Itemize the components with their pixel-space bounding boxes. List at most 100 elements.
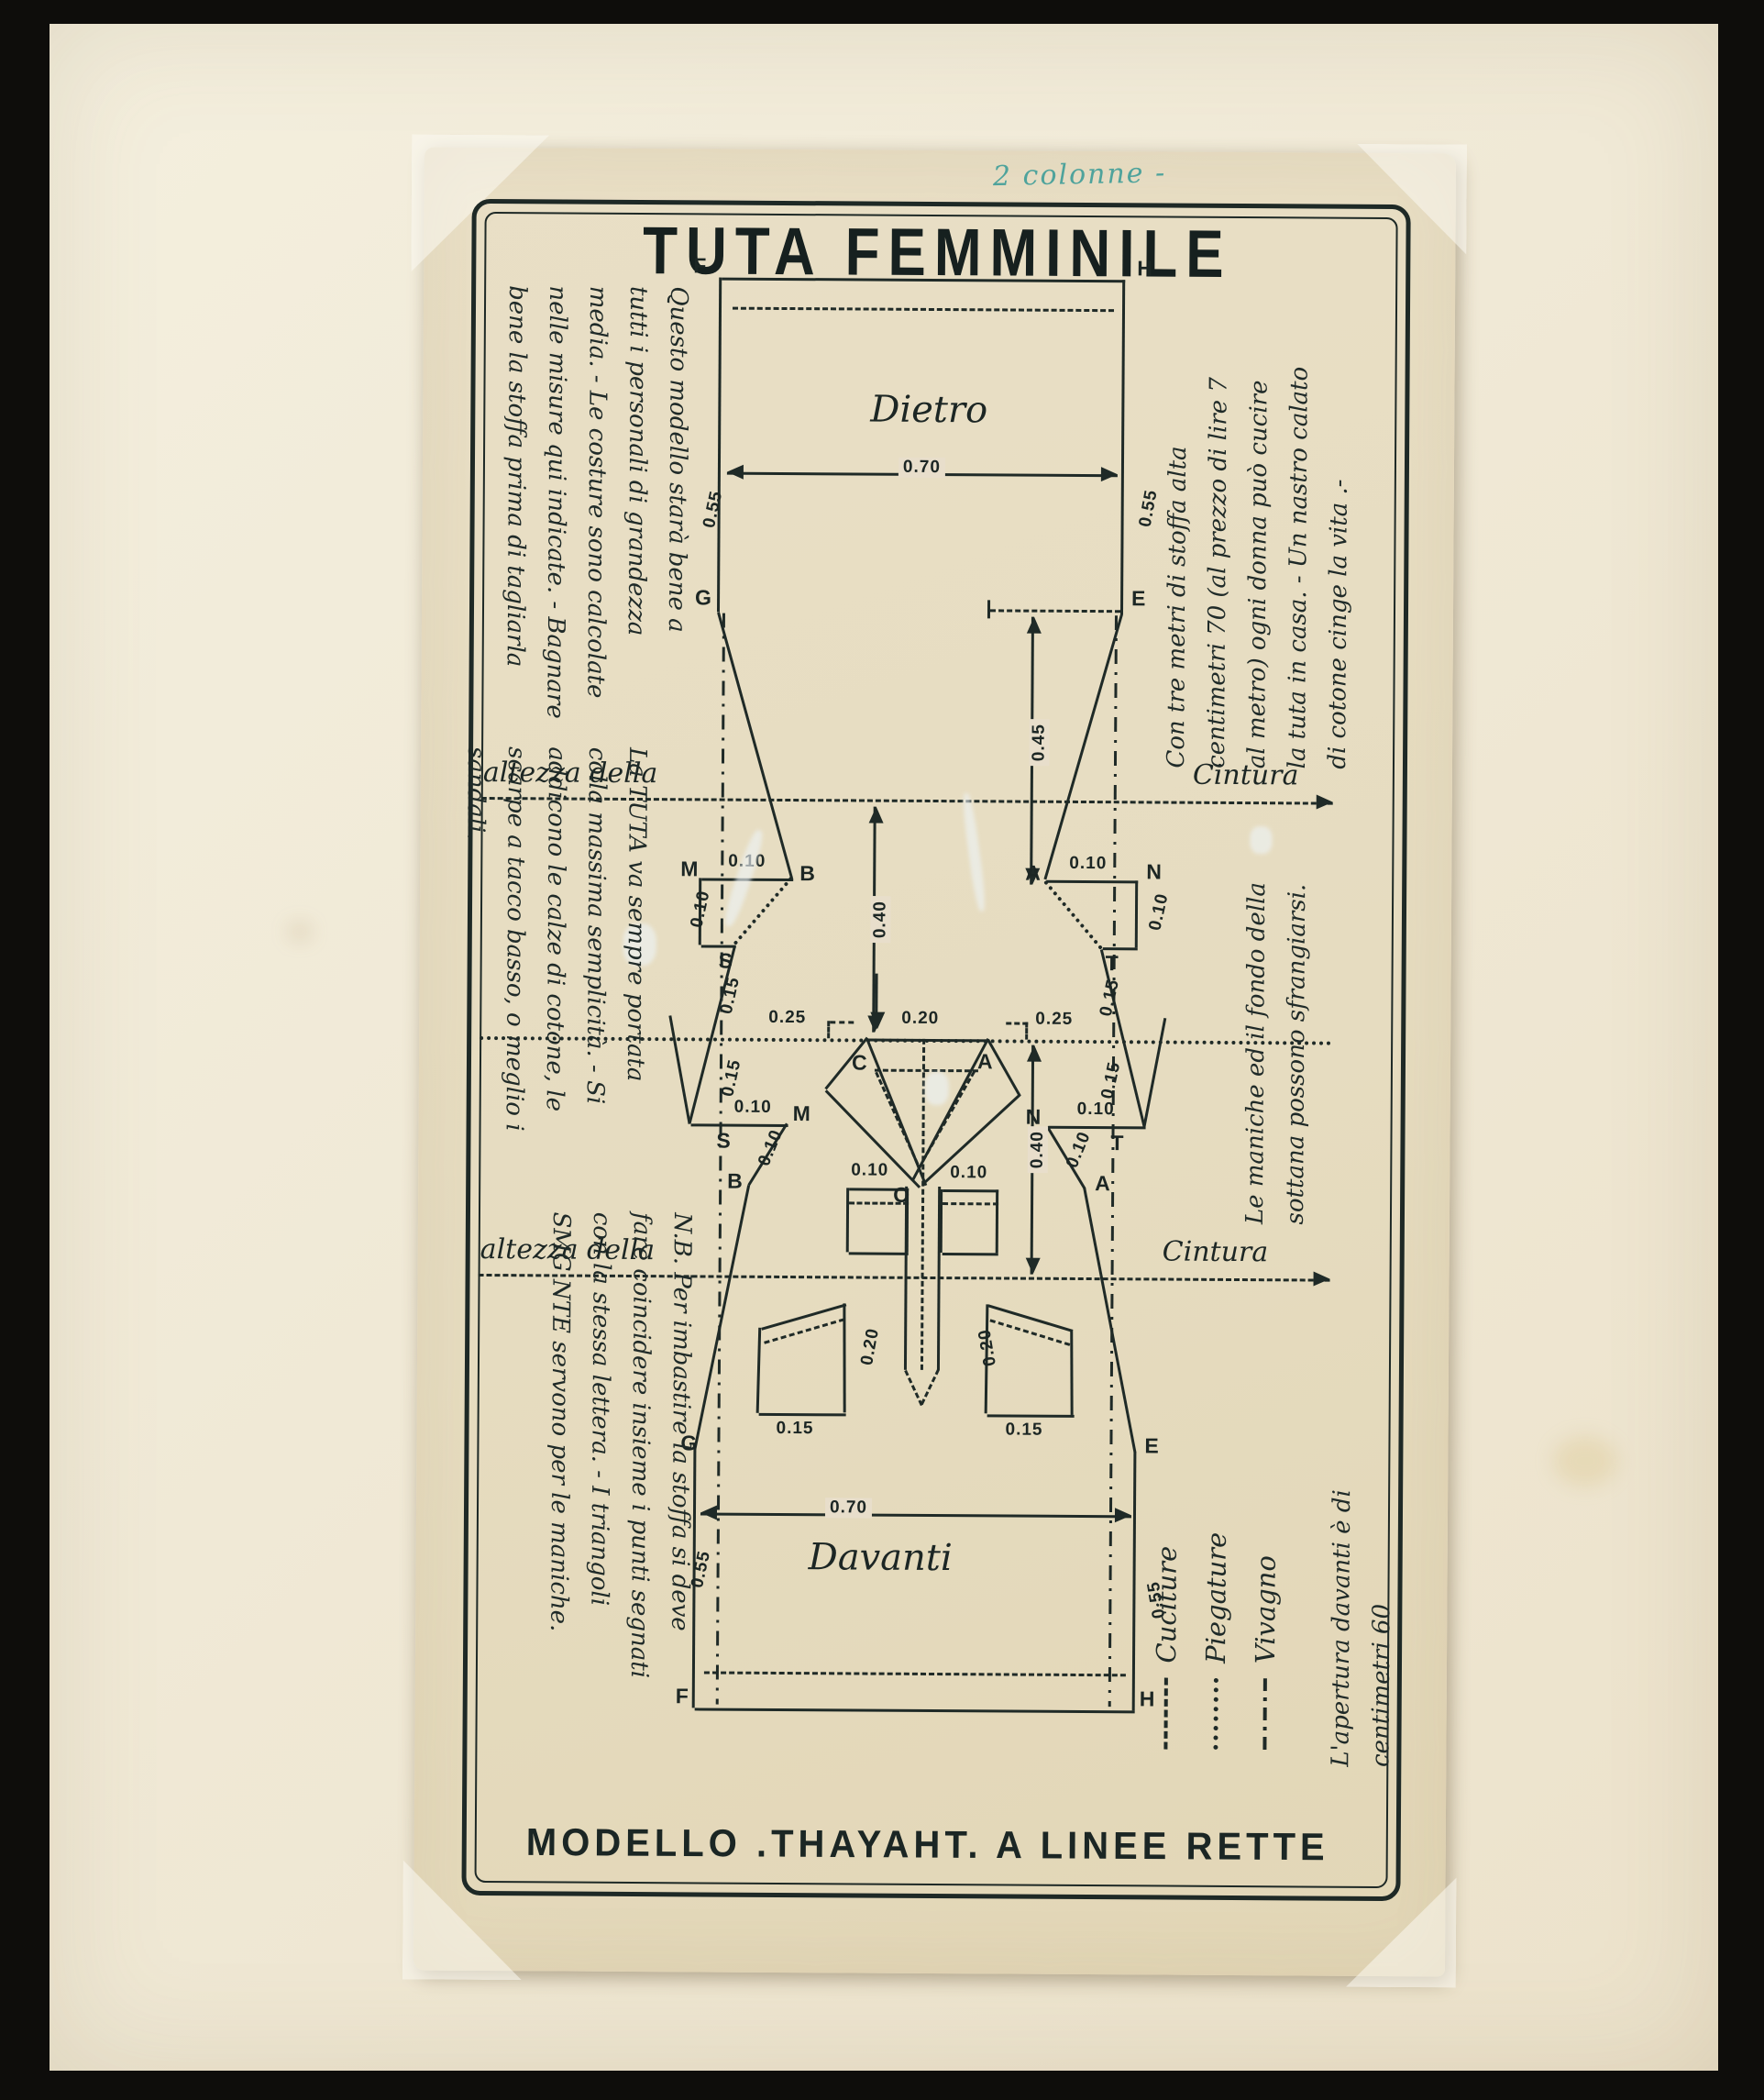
- point-letter: N: [1025, 1104, 1042, 1129]
- pattern-line: [715, 613, 725, 1705]
- pattern-line: [700, 1512, 1131, 1519]
- point-letter: O: [893, 1182, 910, 1207]
- arrowhead-icon: [868, 806, 884, 823]
- pattern-line: [1131, 1452, 1137, 1711]
- arrowhead-icon: [1316, 794, 1333, 810]
- measurement-label: 0.10: [733, 1097, 772, 1117]
- legend-row-selvage: Vivagno: [1240, 1420, 1291, 1751]
- legend-row-seams: Cuciture: [1141, 1419, 1192, 1750]
- measurement-label: 0.20: [901, 1008, 940, 1029]
- point-letter: F: [693, 253, 707, 278]
- note-top-right: Con tre metri di stoffa alta centimetri …: [1162, 366, 1353, 769]
- point-letter: E: [1131, 586, 1146, 611]
- note-bottom-left: N.B. Per imbastire la stoffa si deve far…: [545, 1211, 696, 1679]
- measurement-label: 0.45: [1029, 719, 1050, 767]
- measurement-label: 0.40: [1027, 1126, 1049, 1174]
- point-letter: C: [851, 1050, 867, 1075]
- point-letter: T: [1105, 951, 1119, 976]
- pattern-line: [995, 1189, 999, 1254]
- pattern-line: [848, 1252, 909, 1255]
- measurement-label: 0.15: [1005, 1420, 1043, 1440]
- measurement-label: 0.25: [1035, 1009, 1074, 1029]
- arrowhead-icon: [1027, 1044, 1042, 1062]
- whiteout-correction: [960, 792, 987, 912]
- dashed-line-icon: [1163, 1677, 1168, 1750]
- pattern-line: [694, 1708, 1135, 1714]
- measurement-label: 0.70: [824, 1498, 873, 1519]
- point-letter: T: [1110, 1131, 1124, 1155]
- measurement-label: 0.25: [768, 1007, 807, 1028]
- pattern-line: [1142, 1017, 1167, 1127]
- dimension-arrowheads: [424, 148, 1456, 1523]
- point-letter: H: [1137, 256, 1152, 281]
- legend-row-folds: Piegature: [1190, 1420, 1241, 1750]
- point-letter: M: [792, 1101, 810, 1126]
- measurement-label: 0.20: [857, 1326, 884, 1367]
- arrowhead-icon: [1026, 616, 1042, 634]
- note-top-left: Questo modello starà bene a tutti i pers…: [501, 285, 693, 719]
- script-label: Cintura: [1162, 1235, 1269, 1269]
- pattern-line: [830, 1021, 854, 1024]
- measurement-label: 0.10: [1069, 853, 1108, 874]
- pattern-line: [700, 945, 736, 948]
- pattern-line: [755, 1327, 762, 1413]
- pattern-line: [1043, 879, 1103, 950]
- pattern-line: [722, 277, 1126, 283]
- pattern-line: [703, 1671, 1126, 1677]
- measurement-label: 0.10: [950, 1163, 988, 1183]
- pattern-line: [987, 600, 991, 619]
- arrowhead-icon: [1100, 467, 1118, 482]
- pattern-line: [733, 306, 1115, 313]
- pattern-line: [668, 1015, 691, 1124]
- pattern-line: [1119, 280, 1126, 615]
- measurement-label: 0.10: [1062, 1128, 1095, 1171]
- arrowhead-icon: [1114, 1508, 1132, 1523]
- pattern-line: [758, 1412, 846, 1417]
- pattern-line: [1048, 1125, 1146, 1130]
- pattern-lines: [424, 148, 1456, 1714]
- pattern-line: [845, 1188, 850, 1253]
- pattern-line: [1043, 613, 1123, 880]
- pattern-line: [764, 1318, 845, 1344]
- pattern-line: [1025, 1022, 1029, 1040]
- pattern-line: [1102, 947, 1138, 951]
- point-letter: N: [1146, 859, 1162, 884]
- point-letter: G: [695, 585, 712, 610]
- point-letter: S: [716, 1128, 731, 1153]
- whiteout-correction: [924, 1071, 949, 1106]
- point-letter: S: [718, 948, 733, 973]
- dashdot-line-icon: [1262, 1678, 1267, 1751]
- pattern-line: [942, 1253, 998, 1256]
- pattern-line: [874, 1068, 978, 1073]
- script-label: Davanti: [808, 1536, 953, 1580]
- pattern-line: [1108, 615, 1118, 1708]
- point-letter: M: [680, 857, 699, 881]
- measurement-label: 0.15: [1096, 977, 1124, 1019]
- line-style-legend: Cuciture Piegature Vivagno: [1141, 1419, 1298, 1751]
- dotted-line-icon: [1212, 1677, 1218, 1750]
- arrowhead-icon: [726, 464, 744, 480]
- script-label: Dietro: [870, 388, 988, 432]
- pattern-line: [827, 1021, 831, 1039]
- measurement-label: 0.10: [1076, 1099, 1115, 1120]
- pattern-line: [987, 1304, 1074, 1332]
- measurement-label: 0.20: [975, 1327, 1000, 1368]
- arrowhead-icon: [1313, 1271, 1330, 1287]
- pattern-line: [921, 1368, 940, 1405]
- point-letter: A: [1025, 860, 1041, 885]
- measurement-label: 0.15: [776, 1418, 814, 1439]
- arrowhead-icon: [700, 1505, 718, 1520]
- pattern-line: [943, 1202, 999, 1206]
- pattern-line: [690, 1123, 788, 1128]
- measurement-label: 0.10: [1145, 891, 1173, 933]
- pattern-line: [989, 1319, 1071, 1346]
- measurement-label: 0.15: [1097, 1059, 1125, 1101]
- point-letter: B: [727, 1168, 743, 1193]
- stain: [288, 923, 312, 941]
- measurement-label: 0.55: [700, 489, 727, 530]
- note-mid-left: La TUTA va sempre portata colla massima …: [461, 746, 652, 1132]
